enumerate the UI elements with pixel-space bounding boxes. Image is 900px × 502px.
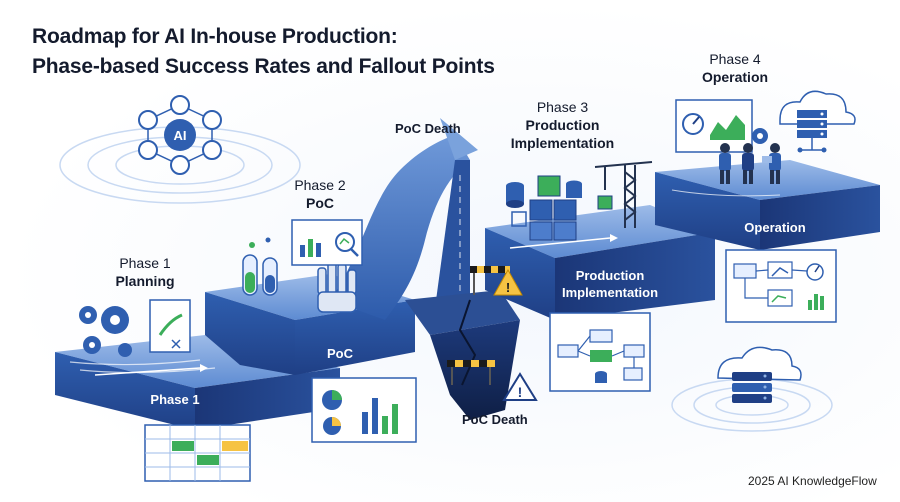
svg-text:!: ! (518, 384, 523, 400)
analytics-card-icon (311, 377, 417, 443)
poc-chart-card-icon (291, 219, 363, 266)
server-stack-icon (717, 346, 802, 403)
test-tubes-icon (242, 237, 278, 296)
poc-ramp-arrow (330, 118, 478, 330)
warning-icon: ! (493, 268, 523, 296)
warning-icon-lower: ! (502, 372, 538, 401)
phase-1-label: Phase 1 (119, 255, 171, 271)
poc-death-pit (405, 290, 520, 420)
gantt-table-icon (144, 424, 251, 482)
phase-4-name: Operation (701, 69, 769, 85)
phase-1-name: Planning (115, 273, 175, 289)
ramp-arrowhead (440, 118, 478, 160)
ai-network-icon: AI (138, 95, 222, 175)
step-1-arrow (94, 367, 201, 376)
poc-death-bottom-label: PoC Death (462, 412, 528, 427)
crane-icon (594, 161, 653, 228)
phase-3-name: Production Implementation (510, 117, 615, 151)
phase-4-label: Phase 4 (709, 51, 761, 67)
phase-3-heading: Phase 3 Production Implementation (495, 98, 630, 152)
svg-text:!: ! (506, 280, 510, 295)
robot-hand-icon (317, 261, 357, 313)
page-title: Roadmap for AI In-house Production: Phas… (32, 22, 495, 82)
title-line-1: Roadmap for AI In-house Production: (32, 25, 398, 48)
phase-2-label: Phase 2 (294, 177, 346, 193)
step-4-label: Operation (744, 220, 806, 235)
phase-2-heading: Phase 2 PoC (280, 176, 360, 212)
dashboard-card-icon (675, 99, 753, 153)
barrier-lower (447, 360, 495, 385)
footer-credit: 2025 AI KnowledgeFlow (748, 474, 877, 488)
step-2-label: PoC (327, 346, 353, 361)
planning-document-icon (149, 299, 191, 353)
process-flow-card-icon (549, 312, 651, 392)
step-1-label: Phase 1 (150, 392, 200, 407)
phase-1-heading: Phase 1 Planning (100, 254, 190, 290)
gear-icon-operation (752, 128, 768, 144)
step-phase-4 (655, 160, 880, 250)
poc-death-top-label: PoC Death (395, 121, 461, 136)
gear-icon (79, 306, 132, 357)
phase-3-label: Phase 3 (536, 99, 589, 115)
team-people-icon (719, 143, 781, 184)
cubes-icon (511, 175, 613, 241)
cloud-server-icon (779, 90, 856, 153)
ai-hub-text: AI (174, 128, 187, 143)
step-3-label: Production Implementation (561, 268, 659, 300)
phase-2-name: PoC (306, 195, 334, 211)
title-line-2: Phase-based Success Rates and Fallout Po… (32, 55, 495, 78)
database-icon (506, 180, 582, 208)
phase-4-heading: Phase 4 Operation (690, 50, 780, 86)
workflow-card-icon (725, 249, 837, 323)
